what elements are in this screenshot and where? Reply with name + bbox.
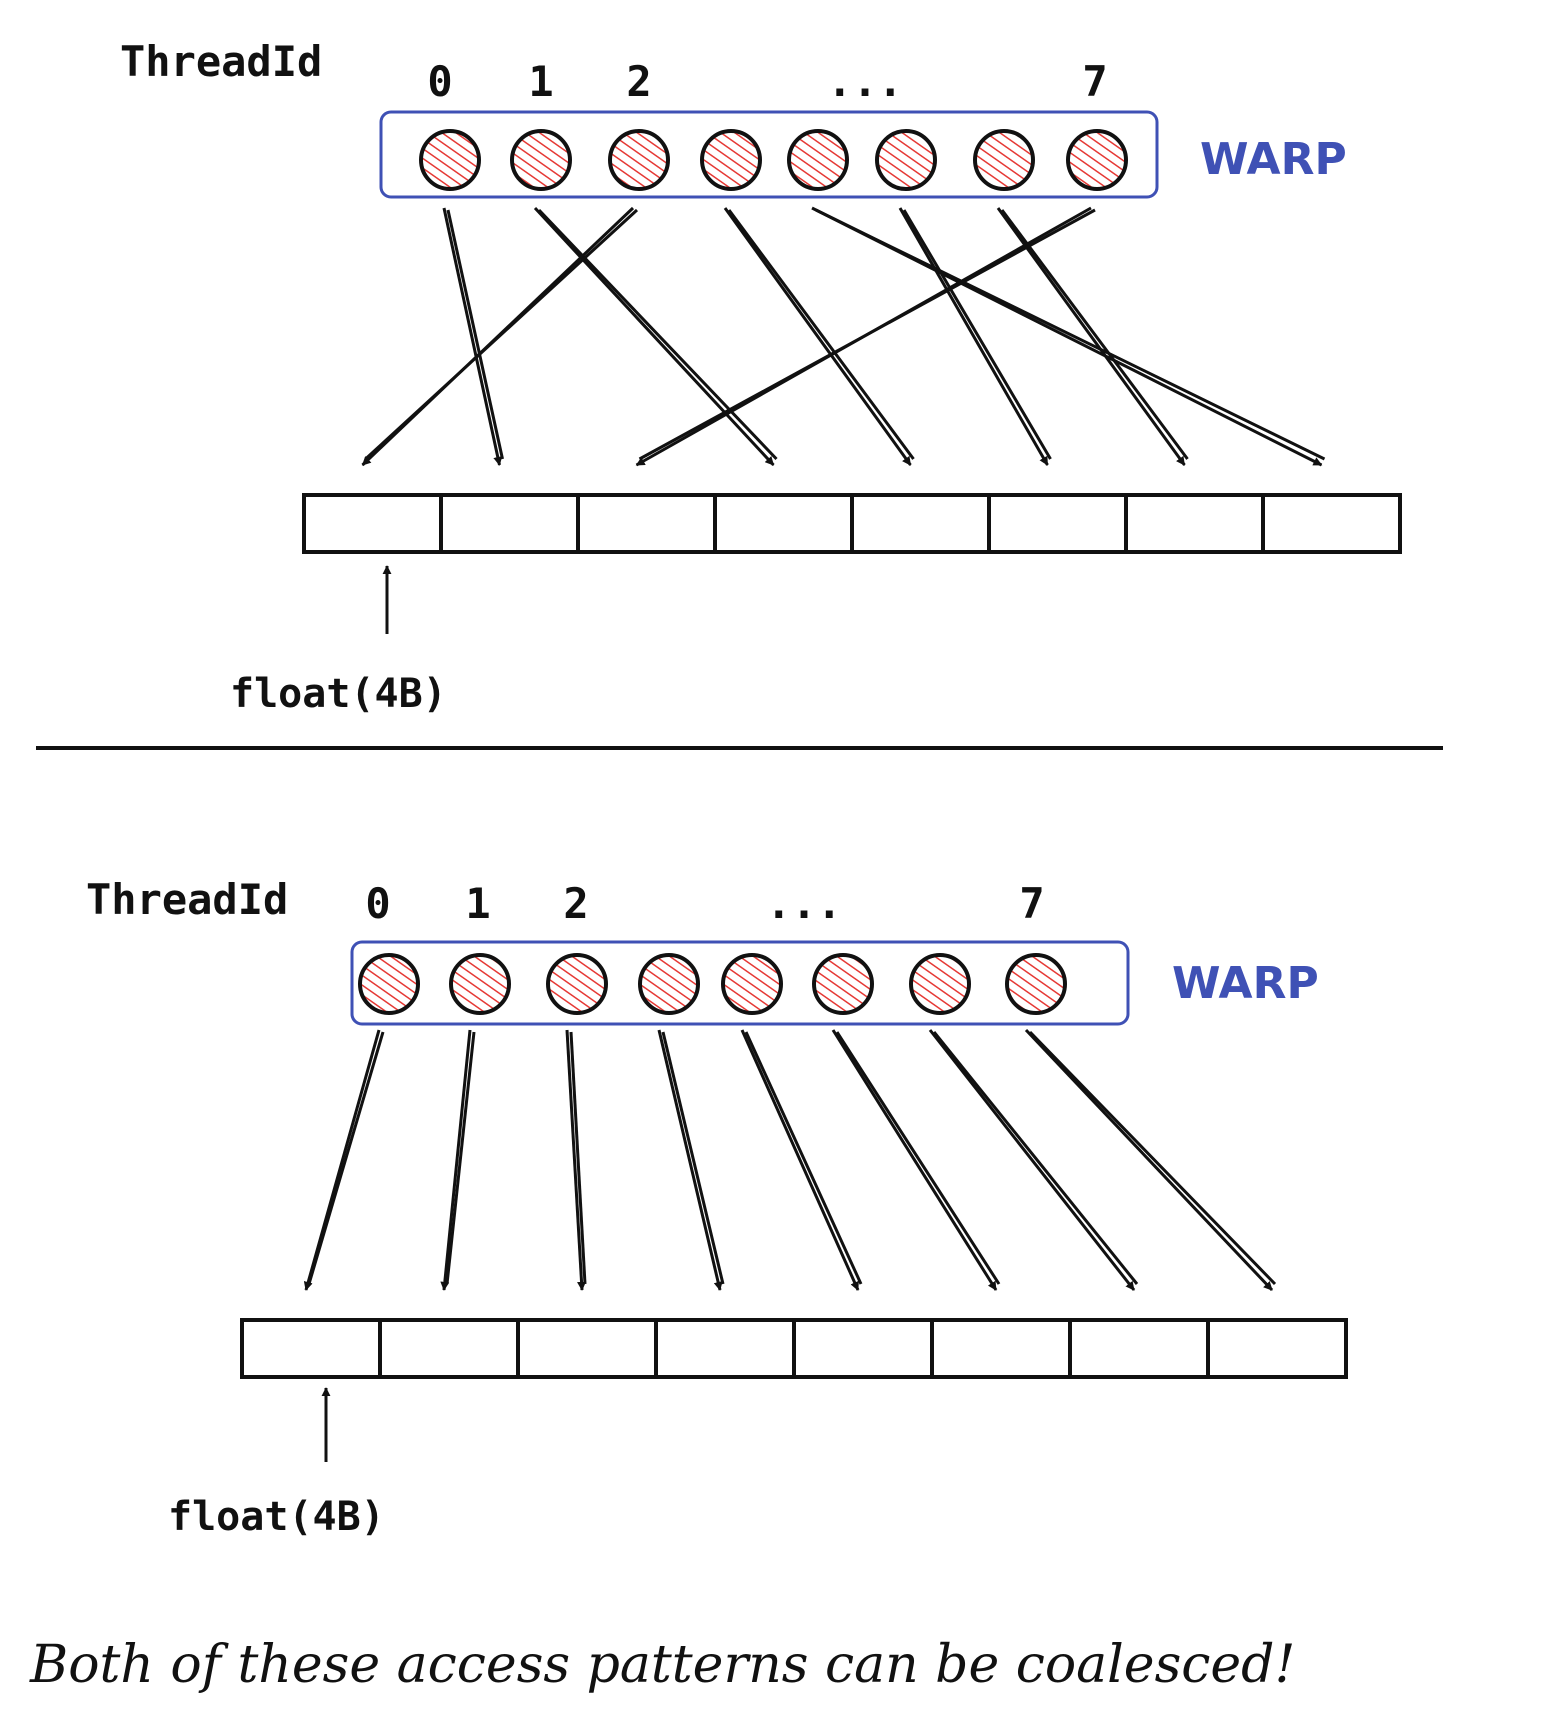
memory-array <box>240 1318 1348 1379</box>
thread-number-2: 2 <box>563 879 588 928</box>
thread-circle <box>1066 129 1128 191</box>
access-arrow-sketch <box>1000 209 1189 460</box>
thread-circle <box>419 129 481 191</box>
memory-cell <box>240 1318 382 1379</box>
access-arrow <box>898 207 1049 466</box>
memory-cell <box>302 493 443 554</box>
thread-number-2: 2 <box>626 57 651 106</box>
warp-label: WARP <box>1172 958 1319 1009</box>
access-arrow <box>565 1029 587 1291</box>
access-arrow-sketch <box>661 1031 725 1285</box>
access-arrow-sketch <box>445 1031 476 1285</box>
threadid-label: ThreadId <box>86 875 288 924</box>
thread-number-1: 1 <box>528 57 553 106</box>
access-arrow <box>440 1029 472 1291</box>
warp-box <box>379 110 1159 199</box>
access-arrow-sketch <box>744 1031 863 1285</box>
access-arrow <box>1024 1028 1274 1292</box>
memory-cell <box>1261 493 1402 554</box>
thread-circle <box>449 953 511 1015</box>
thread-circle <box>358 953 420 1015</box>
access-arrow <box>657 1029 723 1291</box>
threadid-label: ThreadId <box>120 37 322 86</box>
memory-array <box>302 493 1402 554</box>
thread-circle <box>787 129 849 191</box>
thread-row <box>358 953 1067 1015</box>
access-arrow <box>831 1029 998 1291</box>
thread-circle <box>700 129 762 191</box>
memory-cell <box>850 493 991 554</box>
thread-circle <box>546 953 608 1015</box>
thread-number-7: 7 <box>1019 879 1044 928</box>
thread-circle <box>812 953 874 1015</box>
access-arrow-sketch <box>932 1031 1139 1285</box>
access-arrow-sketch <box>569 1031 587 1285</box>
access-arrow <box>740 1029 860 1291</box>
memory-cell <box>1206 1318 1348 1379</box>
access-arrow-sketch <box>446 209 504 460</box>
memory-cell <box>439 493 580 554</box>
thread-circle <box>608 129 670 191</box>
thread-circle <box>909 953 971 1015</box>
panel-sequential-access: ThreadId 0 1 2 ... 7 WARP float(4B) <box>86 875 1348 1540</box>
thread-circle <box>875 129 937 191</box>
memory-cell <box>930 1318 1072 1379</box>
warp-label: WARP <box>1200 134 1347 185</box>
access-arrow-sketch <box>638 208 1096 461</box>
access-arrows <box>303 1028 1277 1292</box>
access-arrow <box>533 206 775 467</box>
access-arrow <box>928 1029 1136 1291</box>
thread-circle <box>973 129 1035 191</box>
float-size-label: float(4B) <box>168 1494 385 1540</box>
thread-circle <box>721 953 783 1015</box>
access-arrow-sketch <box>1028 1030 1277 1286</box>
access-arrow <box>303 1029 381 1291</box>
memory-cell <box>654 1318 796 1379</box>
memory-cell <box>1124 493 1265 554</box>
float-size-label: float(4B) <box>230 671 447 717</box>
access-arrow-sketch <box>815 208 1326 461</box>
access-arrow <box>442 207 503 466</box>
access-arrow-sketch <box>727 209 915 460</box>
thread-number-ellipsis: ... <box>827 57 903 106</box>
memory-cell <box>516 1318 658 1379</box>
access-arrows <box>361 206 1326 467</box>
thread-number-0: 0 <box>427 57 452 106</box>
thread-row <box>419 129 1128 191</box>
panel-permuted-access: ThreadId 0 1 2 ... 7 WARP float(4B) <box>120 37 1402 717</box>
access-arrow-sketch <box>902 209 1052 460</box>
access-arrow <box>723 207 912 466</box>
memory-cell <box>713 493 854 554</box>
thread-circle <box>638 953 700 1015</box>
access-arrow-sketch <box>307 1031 385 1285</box>
caption: Both of these access patterns can be coa… <box>29 1635 1295 1695</box>
thread-circle <box>510 129 572 191</box>
access-arrow-sketch <box>835 1031 1001 1285</box>
thread-number-0: 0 <box>365 879 390 928</box>
access-arrow <box>996 207 1186 466</box>
warp-box <box>350 940 1130 1026</box>
thread-circle <box>1005 953 1067 1015</box>
memory-cell <box>1068 1318 1210 1379</box>
memory-cell <box>576 493 717 554</box>
thread-number-1: 1 <box>465 879 490 928</box>
access-arrow-sketch <box>364 208 639 461</box>
memory-cell <box>987 493 1128 554</box>
thread-number-7: 7 <box>1082 57 1107 106</box>
memory-cell <box>792 1318 934 1379</box>
access-arrow-sketch <box>537 208 778 461</box>
thread-number-ellipsis: ... <box>766 879 842 928</box>
memory-cell <box>378 1318 520 1379</box>
